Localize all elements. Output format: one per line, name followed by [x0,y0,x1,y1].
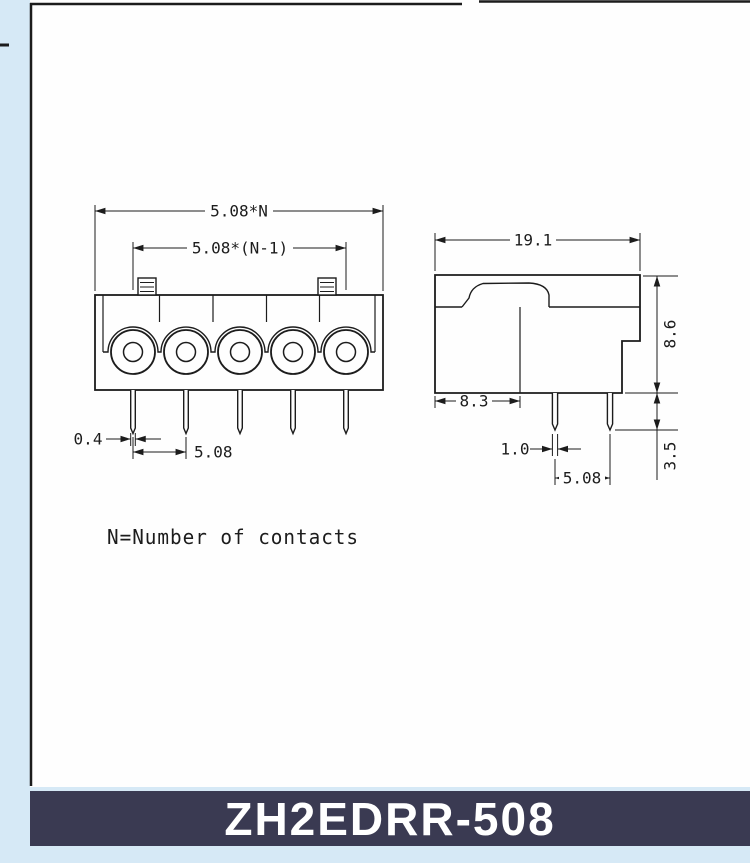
side-pins [551,393,614,432]
front-view-dimensions [94,203,384,459]
dim-side-pin-pitch-label: 5.08 [563,469,602,488]
part-number-label: ZH2EDRR-508 [224,792,556,845]
dim-side-depth-label: 8.3 [460,392,489,411]
front-view [94,277,384,436]
dim-side-height-label: 8.6 [661,320,680,349]
part-number-banner: ZH2EDRR-508 [30,791,750,846]
side-view-dimensions [434,232,678,486]
dim-side-pin-width-label: 1.0 [501,440,530,459]
latch-lever [461,282,550,308]
side-view [434,274,641,432]
dim-side-width-label: 19.1 [514,231,553,250]
scalloped-contour [103,326,375,353]
front-pins [130,390,349,436]
latch-tab-right [317,277,337,296]
dim-side-pin-length-label: 3.5 [661,442,680,471]
dim-total-width-label: 5.08*N [210,202,268,221]
dim-front-pin-width-label: 0.4 [74,430,103,449]
latch-tab-left [137,277,157,296]
contacts-note: N=Number of contacts [107,525,359,549]
sheet-frame [0,0,750,786]
dim-front-pitch-label: 5.08 [194,443,233,462]
terminal-circles [110,329,369,375]
dim-pitch-span-label: 5.08*(N-1) [192,239,288,258]
dimension-labels: 5.08*N 5.08*(N-1) 0.4 5.08 19.1 8.3 8.6 … [74,202,680,488]
